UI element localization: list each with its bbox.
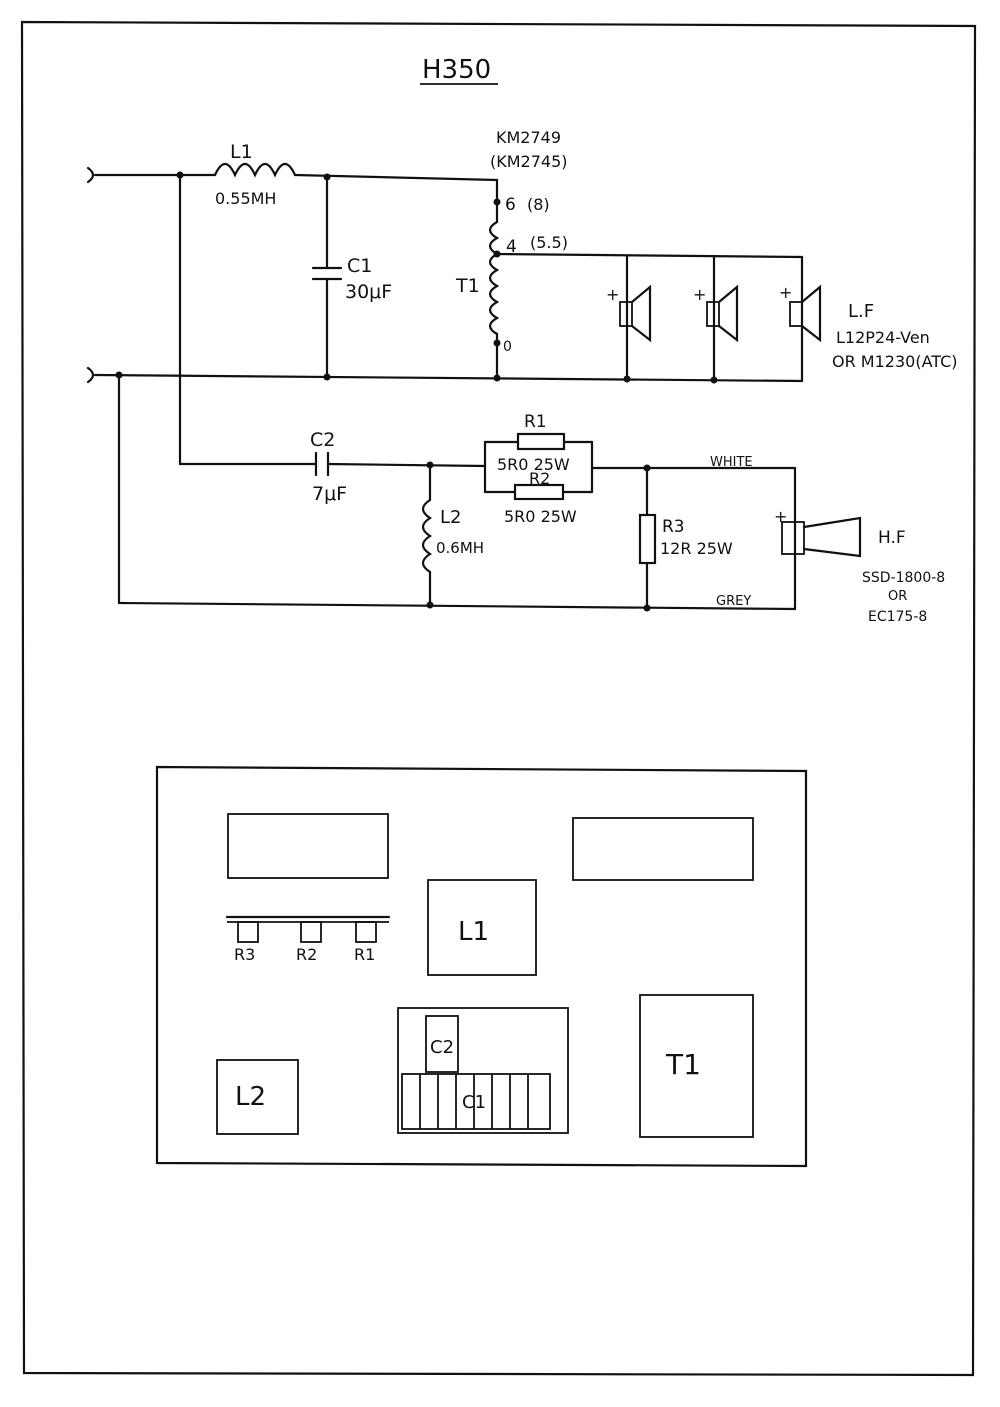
lf-driver: L12P24-Ven bbox=[836, 328, 930, 347]
hf-or: OR bbox=[888, 589, 907, 604]
lf-driver-alt: OR M1230(ATC) bbox=[832, 352, 958, 371]
diagram-title: H350 bbox=[422, 55, 491, 85]
tap-6-label: 6 bbox=[505, 195, 516, 215]
resistor-r3-symbol bbox=[638, 513, 657, 565]
board-resistor-block-right bbox=[572, 817, 754, 881]
tap-dot bbox=[493, 198, 501, 206]
tap-0-label: 0 bbox=[503, 339, 512, 355]
wire-lf-ground-rail bbox=[93, 373, 804, 383]
r3-value: 12R 25W bbox=[660, 539, 733, 558]
input-terminal-top bbox=[86, 166, 95, 184]
l1-value: 0.55MH bbox=[215, 189, 276, 208]
c1-label: C1 bbox=[347, 255, 372, 277]
board-c2-footprint bbox=[425, 1015, 459, 1073]
l2-label: L2 bbox=[440, 507, 461, 528]
wire-lf-positive-rail bbox=[495, 252, 804, 259]
c1-value: 30μF bbox=[345, 281, 392, 303]
board-r1-label: R1 bbox=[354, 945, 375, 964]
r1-value: 5R0 25W bbox=[497, 455, 570, 474]
l1-label: L1 bbox=[230, 141, 253, 163]
board-r1-footprint bbox=[355, 921, 377, 943]
junction-dot bbox=[493, 374, 501, 382]
lf-speaker-plus: + bbox=[606, 285, 619, 304]
wire-c2-to-resistors bbox=[326, 462, 487, 468]
hf-label: H.F bbox=[878, 528, 906, 548]
hf-horn-speaker: + bbox=[774, 466, 862, 611]
board-c1-bank bbox=[401, 1073, 551, 1130]
board-r3-footprint bbox=[237, 921, 259, 943]
board-t1-footprint bbox=[639, 994, 754, 1138]
board-r3-label: R3 bbox=[234, 945, 255, 964]
inductor-l1-symbol bbox=[213, 162, 297, 178]
t1-label: T1 bbox=[455, 275, 480, 297]
junction-dot bbox=[623, 375, 631, 383]
hf-driver: SSD-1800-8 bbox=[862, 570, 945, 586]
board-l1-label: L1 bbox=[458, 917, 489, 947]
grey-wire-label: GREY bbox=[716, 594, 751, 609]
transformer-model: KM2749 bbox=[496, 128, 561, 147]
r1-label: R1 bbox=[524, 412, 547, 432]
board-capacitor-block bbox=[397, 1007, 569, 1134]
board-t1-label: T1 bbox=[665, 1048, 701, 1081]
page-border bbox=[20, 20, 977, 1377]
tap-dot bbox=[493, 339, 501, 347]
board-c2-label: C2 bbox=[430, 1037, 454, 1058]
board-r2-label: R2 bbox=[296, 945, 317, 964]
lf-speaker-3: + bbox=[779, 255, 822, 383]
lf-speaker-2: + bbox=[693, 254, 739, 382]
board-c1-label: C1 bbox=[462, 1092, 486, 1113]
lf-label: L.F bbox=[848, 301, 874, 322]
board-r2-footprint bbox=[300, 921, 322, 943]
input-terminal-bottom bbox=[86, 366, 95, 384]
board-l2-footprint bbox=[216, 1059, 299, 1135]
transformer-t1-winding bbox=[488, 220, 500, 336]
tap-6-alt-label: (8) bbox=[527, 195, 550, 214]
junction-dot bbox=[710, 376, 718, 384]
c2-value: 7μF bbox=[312, 483, 347, 505]
white-wire-label: WHITE bbox=[710, 455, 753, 470]
board-outline bbox=[155, 765, 808, 1168]
r2-label: R2 bbox=[529, 469, 550, 488]
tap-4-alt-label: (5.5) bbox=[530, 233, 568, 252]
l2-value: 0.6MH bbox=[436, 539, 484, 557]
lf-speaker-plus: + bbox=[779, 283, 792, 302]
wire-hf-grey bbox=[117, 601, 797, 611]
r2-value: 5R0 25W bbox=[504, 507, 577, 526]
lf-speaker-1: + bbox=[606, 254, 652, 381]
c2-label: C2 bbox=[310, 429, 335, 451]
hf-speaker-plus: + bbox=[774, 507, 787, 526]
inductor-l2-symbol bbox=[421, 498, 433, 574]
hf-driver-alt: EC175-8 bbox=[868, 609, 927, 625]
r3-label: R3 bbox=[662, 517, 685, 537]
tap-4-label: 4 bbox=[506, 237, 517, 257]
resistor-r1-symbol bbox=[516, 432, 566, 451]
board-resistor-block-left bbox=[227, 813, 389, 879]
lf-speaker-plus: + bbox=[693, 285, 706, 304]
transformer-model-alt: (KM2745) bbox=[490, 152, 568, 171]
board-l2-label: L2 bbox=[235, 1082, 266, 1112]
board-l1-footprint bbox=[427, 879, 537, 976]
